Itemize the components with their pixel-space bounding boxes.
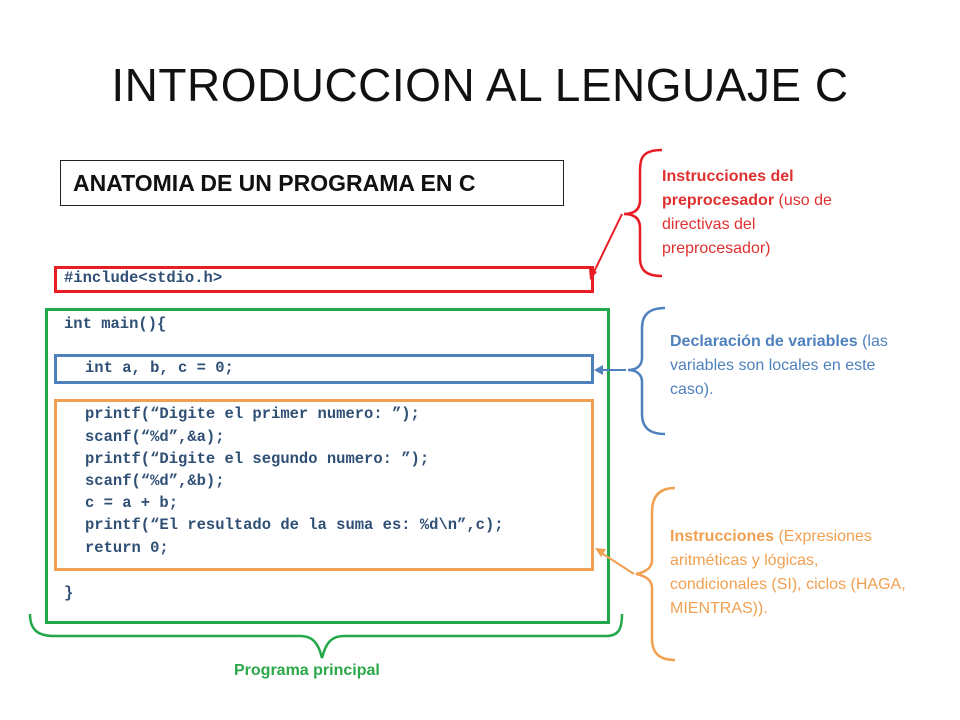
code-line: printf(“Digite el primer numero: ”); — [85, 405, 420, 423]
variables-brace — [627, 306, 666, 436]
code-declaration: int a, b, c = 0; — [85, 359, 234, 377]
instructions-arrow — [599, 551, 635, 575]
preprocessor-note-rest: (uso de directivas del preprocesador) — [662, 192, 832, 257]
code-line: scanf(“%d”,&b); — [85, 472, 225, 490]
subtitle-box: ANATOMIA DE UN PROGRAMA EN C — [60, 160, 564, 206]
code-main-close: } — [64, 584, 74, 602]
instructions-note-bold: Instrucciones — [670, 528, 775, 545]
instructions-box — [54, 399, 594, 571]
instructions-brace — [635, 486, 676, 662]
preprocessor-brace — [623, 148, 663, 278]
code-main-open: int main(){ — [64, 315, 167, 333]
slide-title: INTRODUCCION AL LENGUAJE C — [111, 59, 849, 111]
code-line: c = a + b; — [85, 494, 179, 512]
instructions-note-rest: (Expresiones aritméticas y lógicas, cond… — [670, 528, 906, 617]
variables-box — [54, 354, 594, 384]
subtitle-text: ANATOMIA DE UN PROGRAMA EN C — [73, 169, 476, 196]
main-program-brace — [28, 613, 624, 659]
instructions-note: Instrucciones (Expresiones aritméticas y… — [670, 525, 915, 621]
code-line: scanf(“%d”,&a); — [85, 428, 225, 446]
main-function-box — [45, 308, 610, 624]
code-line: printf(“Digite el segundo numero: ”); — [85, 450, 430, 468]
preprocessor-box — [54, 266, 594, 293]
main-program-label: Programa principal — [234, 662, 380, 679]
variables-note-bold: Declaración de variables — [670, 333, 858, 350]
preprocessor-note: Instrucciones del preprocesador (uso de … — [662, 165, 862, 261]
preprocessor-arrowhead — [589, 268, 597, 280]
instructions-arrowhead — [595, 548, 606, 557]
code-include: #include<stdio.h> — [64, 269, 223, 287]
preprocessor-arrow — [591, 213, 623, 277]
variables-arrowhead — [594, 365, 603, 375]
code-line: return 0; — [85, 539, 169, 557]
variables-note: Declaración de variables (las variables … — [670, 330, 915, 402]
code-line: printf(“El resultado de la suma es: %d\n… — [85, 516, 504, 534]
preprocessor-note-bold: Instrucciones del preprocesador — [662, 168, 794, 209]
variables-note-rest: (las variables son locales en este caso)… — [670, 333, 888, 398]
